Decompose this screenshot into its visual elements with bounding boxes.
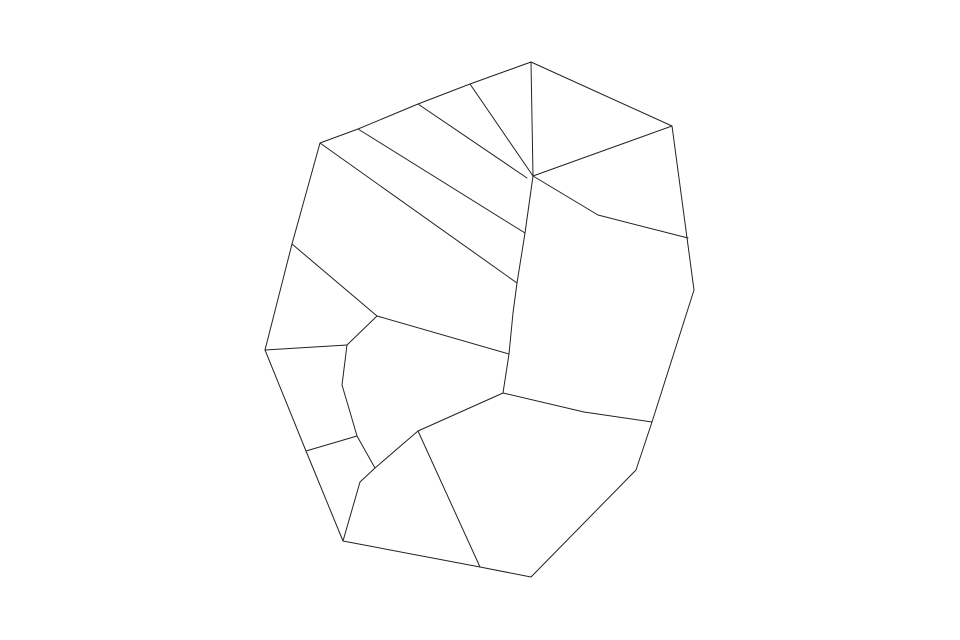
inner-edge-23 xyxy=(374,430,419,469)
inner-edge-10 xyxy=(512,282,518,314)
inner-edge-29 xyxy=(342,481,361,542)
inner-edge-13 xyxy=(319,142,518,284)
inner-edge-12 xyxy=(502,353,510,394)
inner-edge-14 xyxy=(291,243,378,317)
inner-edge-8 xyxy=(524,175,534,234)
subdivision-lines xyxy=(264,61,695,578)
inner-edge-22 xyxy=(305,435,358,452)
inner-edge-7 xyxy=(597,214,689,239)
inner-edge-15 xyxy=(376,315,510,355)
inner-edge-24 xyxy=(417,392,504,432)
inner-edge-26 xyxy=(583,411,653,423)
inner-edge-19 xyxy=(341,384,351,413)
inner-edge-6 xyxy=(532,175,599,216)
inner-edge-3 xyxy=(469,83,534,177)
outer-boundary xyxy=(264,61,695,578)
inner-edge-2 xyxy=(417,103,528,179)
inner-edge-20 xyxy=(349,411,358,437)
inner-edge-4 xyxy=(530,61,534,177)
inner-edge-17 xyxy=(264,344,348,351)
inner-edge-28 xyxy=(359,467,376,483)
inner-edge-11 xyxy=(508,312,514,355)
inner-edge-9 xyxy=(516,232,526,284)
inner-edge-25 xyxy=(502,392,585,413)
inner-edge-21 xyxy=(356,435,376,469)
inner-edge-16 xyxy=(346,315,378,346)
inner-edge-18 xyxy=(341,344,348,386)
inner-edge-1 xyxy=(357,128,526,234)
inner-edge-5 xyxy=(532,125,673,177)
inner-edge-27 xyxy=(417,430,481,568)
